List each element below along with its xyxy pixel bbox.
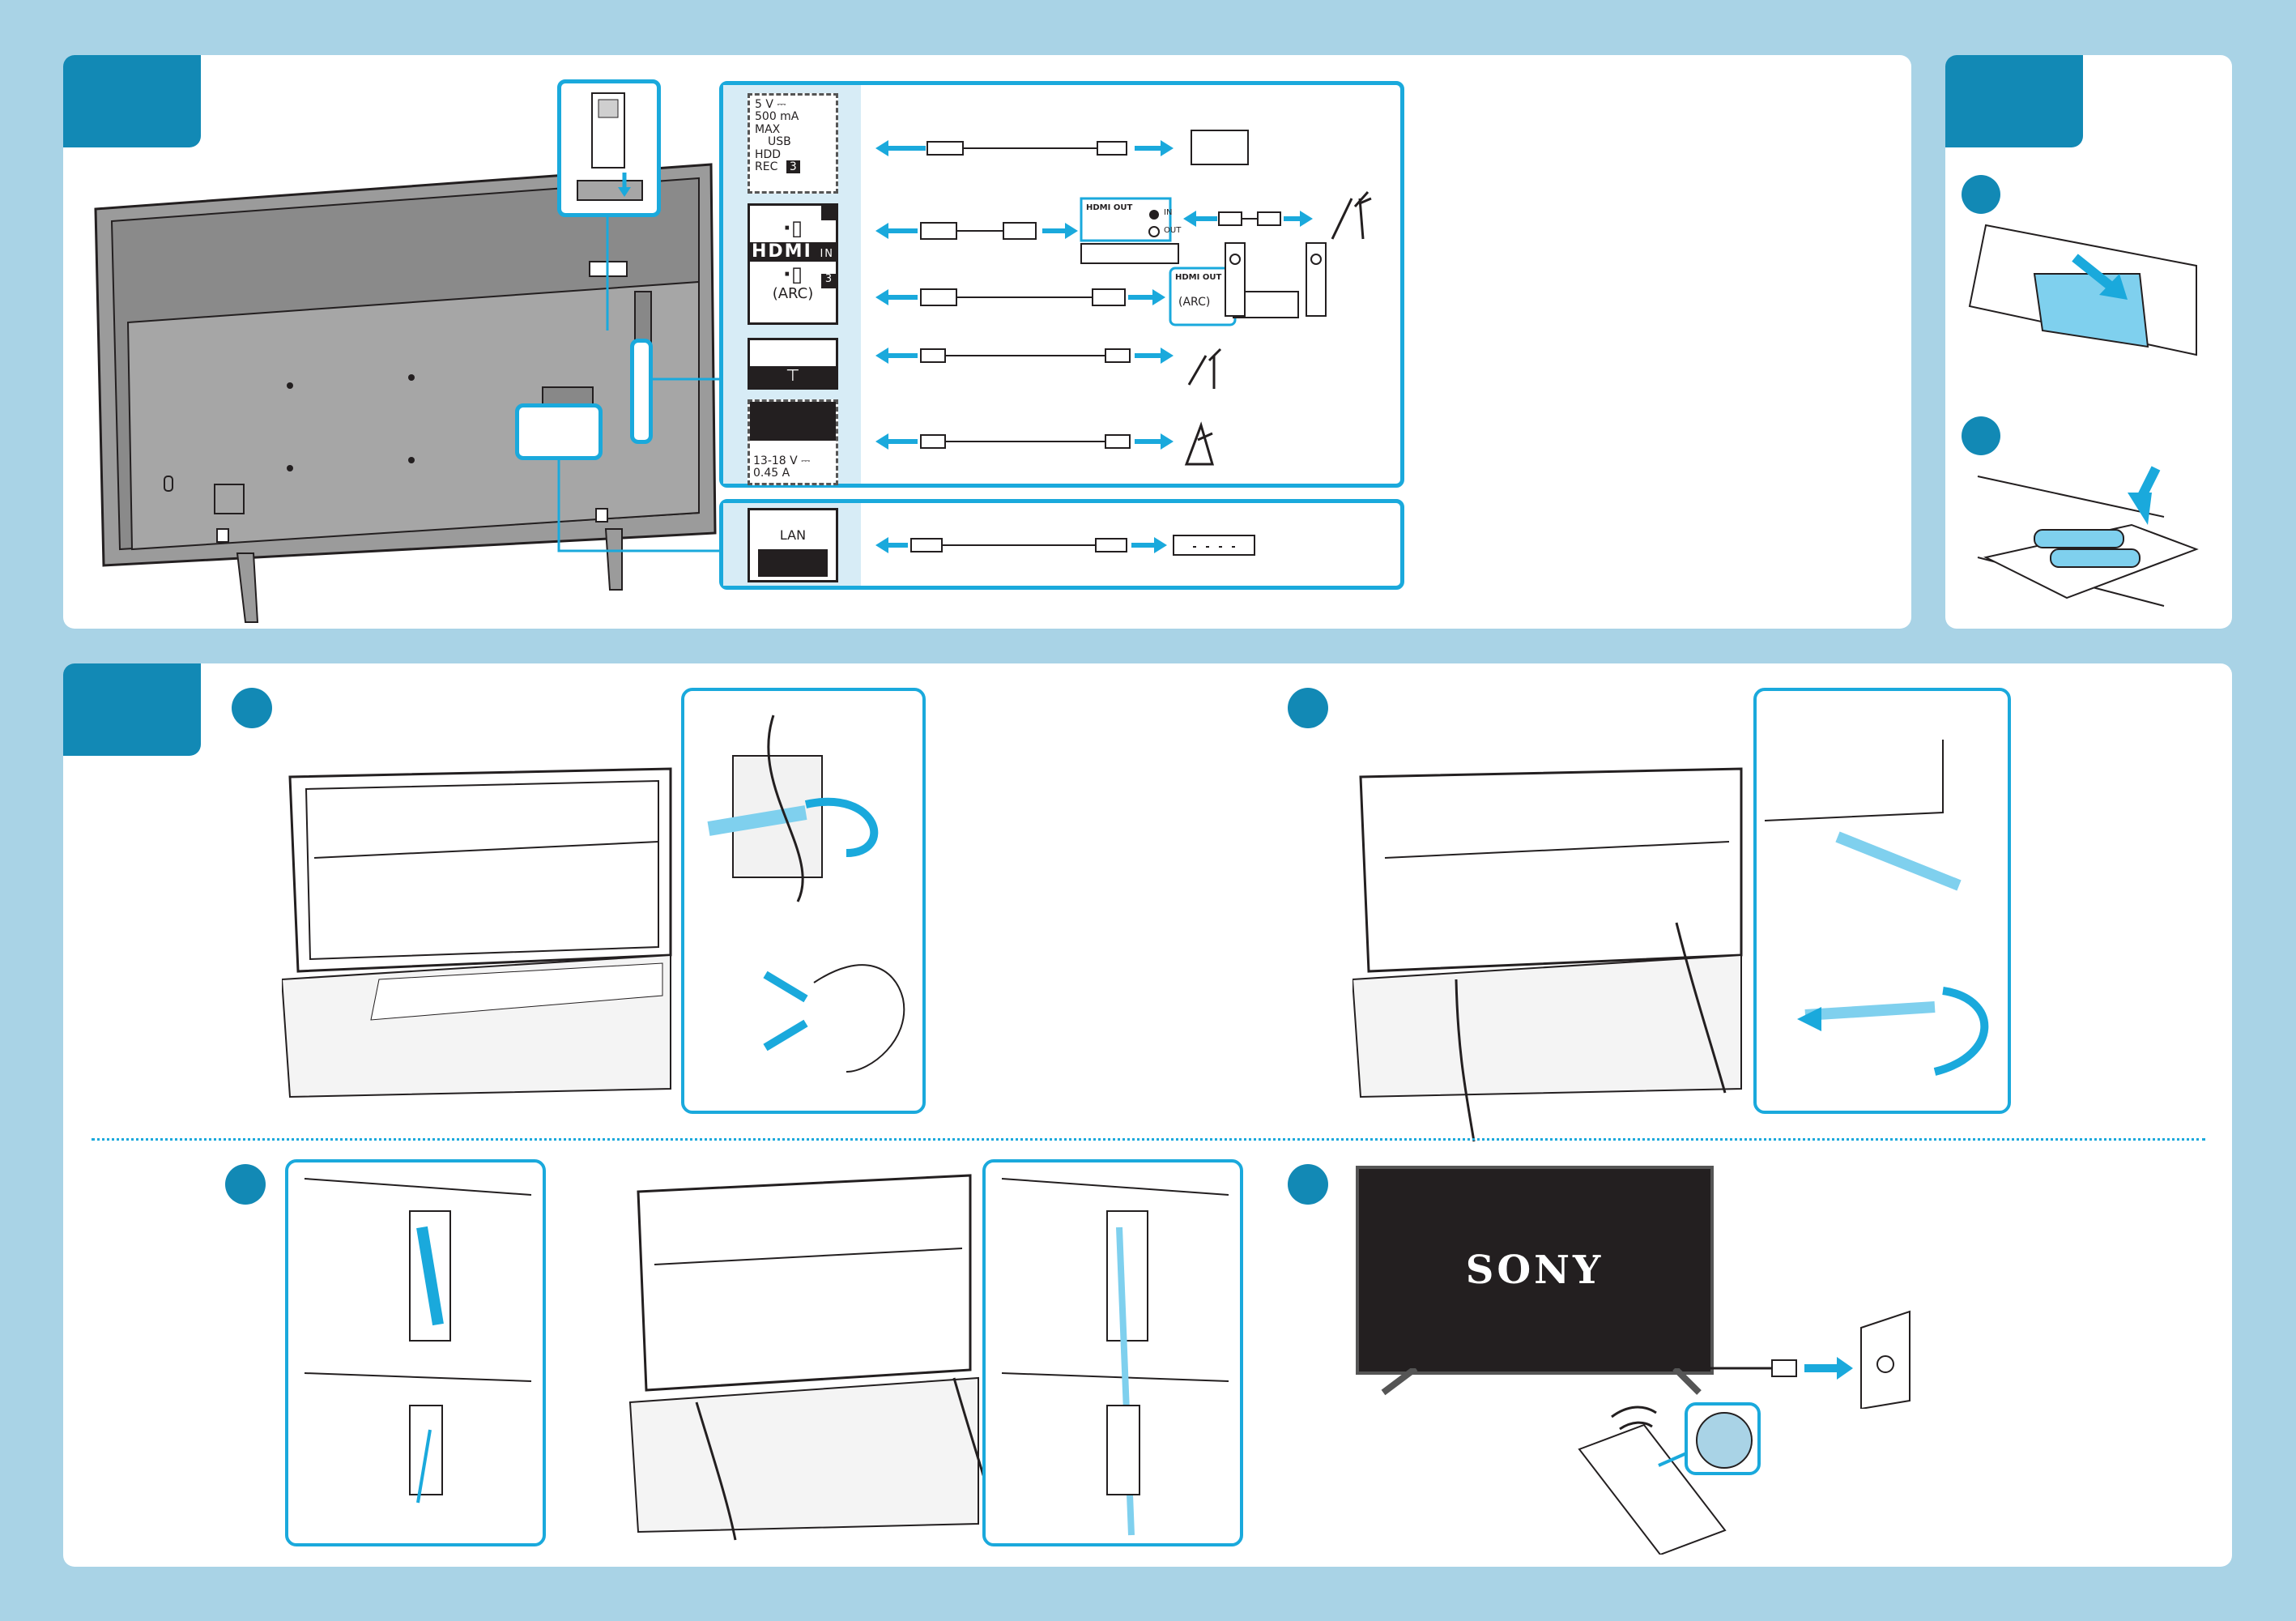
lan-cable <box>875 535 1255 556</box>
hdd-icon <box>1191 130 1249 165</box>
cable-tie-detail-a <box>681 688 926 1114</box>
stb-in-label: IN <box>1164 208 1173 217</box>
tv-stand-illustration-a <box>282 767 672 1098</box>
router-icon <box>1173 535 1255 556</box>
tv-front-stand <box>1381 1368 1702 1396</box>
power-connection <box>1707 1310 1910 1409</box>
antenna-port-label: ⊤ <box>748 338 838 390</box>
av-receiver <box>1169 242 1327 326</box>
connections-frame: 5 V ⎓ 500 mA MAX USB HDD REC 3 ·▯ HDMI I… <box>719 81 1404 488</box>
antenna-icon <box>1187 348 1222 389</box>
step-c-badge <box>225 1164 266 1205</box>
callout-lines <box>557 217 752 552</box>
section-divider <box>92 1138 2205 1141</box>
tv-stand-illustration-c <box>628 1174 1004 1541</box>
battery-panel <box>1945 55 2232 629</box>
antenna-icon <box>1331 191 1372 240</box>
remote-cover-illustration <box>1968 224 2197 356</box>
stb-hdmi-out-label: HDMI OUT <box>1086 203 1133 212</box>
brand-logo: SONY <box>1465 1248 1604 1293</box>
step-d-badge <box>1288 1164 1328 1205</box>
usb-port-label: 5 V ⎓ 500 mA MAX USB HDD REC 3 <box>748 93 838 194</box>
cable-tie-detail-b <box>1753 688 2011 1114</box>
tv-stand-illustration-b <box>1352 767 1743 1142</box>
side-ports-highlight <box>630 339 653 444</box>
power-outlet-icon <box>1860 1310 1910 1409</box>
set-top-box <box>1080 197 1179 264</box>
section-tab-remote <box>1945 55 2083 147</box>
hdmi-port-label: ·▯ HDMI IN 3 ·▯ (ARC) <box>748 203 838 325</box>
cam-slot-highlight <box>557 79 661 217</box>
lan-port-label: LAN <box>748 508 838 582</box>
connections-panel: 5 V ⎓ 500 mA MAX USB HDD REC 3 ·▯ HDMI I… <box>63 55 1911 629</box>
tv-front: SONY <box>1356 1166 1714 1375</box>
satellite-port-label: 13-18 V ⎓ 0.45 A <box>748 399 838 485</box>
stb-out-label: OUT <box>1164 226 1182 235</box>
power-button-icon <box>1696 1412 1753 1469</box>
battery-insert-illustration <box>1977 466 2199 607</box>
step-1-badge <box>1962 175 2000 214</box>
step-a-badge <box>232 688 272 728</box>
cable-tie-icon <box>1764 740 1989 1076</box>
power-button-callout <box>1685 1402 1761 1475</box>
bottom-ports-highlight <box>515 403 603 460</box>
step-b-badge <box>1288 688 1328 728</box>
cable-tie-icon <box>707 715 905 1073</box>
connection-cables <box>875 130 1372 466</box>
satellite-dish-icon <box>1184 421 1214 466</box>
tv-rear-illustration <box>94 163 717 623</box>
av-arc-label: (ARC) <box>1178 296 1211 309</box>
lan-frame: LAN <box>719 499 1404 590</box>
battery-icon <box>2034 529 2141 568</box>
section-tab-connections <box>63 55 201 147</box>
cable-management-panel: SONY <box>63 663 2232 1567</box>
stand-cover-detail-left <box>285 1159 546 1546</box>
step-2-badge <box>1962 416 2000 455</box>
av-hdmi-out-label: HDMI OUT <box>1175 273 1222 282</box>
section-tab-setup <box>63 663 201 756</box>
stand-cover-detail-right <box>982 1159 1243 1546</box>
